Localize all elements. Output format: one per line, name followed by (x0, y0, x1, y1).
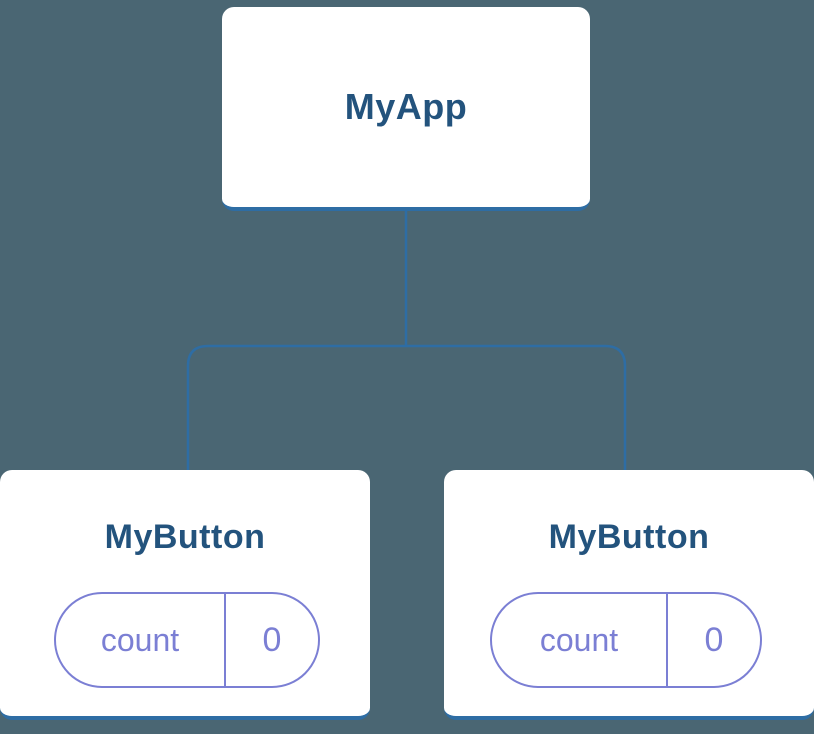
component-node-root: MyApp (222, 7, 590, 211)
state-key-label: count (492, 594, 668, 686)
state-pill: count 0 (54, 592, 320, 688)
state-value: 0 (704, 620, 724, 659)
state-value: 0 (262, 620, 282, 659)
child-node-label: MyButton (548, 518, 710, 556)
component-node-child-right: MyButton count 0 (444, 470, 814, 720)
component-node-child-left: MyButton count 0 (0, 470, 370, 720)
root-node-label: MyApp (344, 86, 468, 127)
state-pill: count 0 (490, 592, 762, 688)
child-node-label: MyButton (104, 518, 266, 556)
state-key-label: count (56, 594, 226, 686)
connector-branch (186, 344, 627, 472)
